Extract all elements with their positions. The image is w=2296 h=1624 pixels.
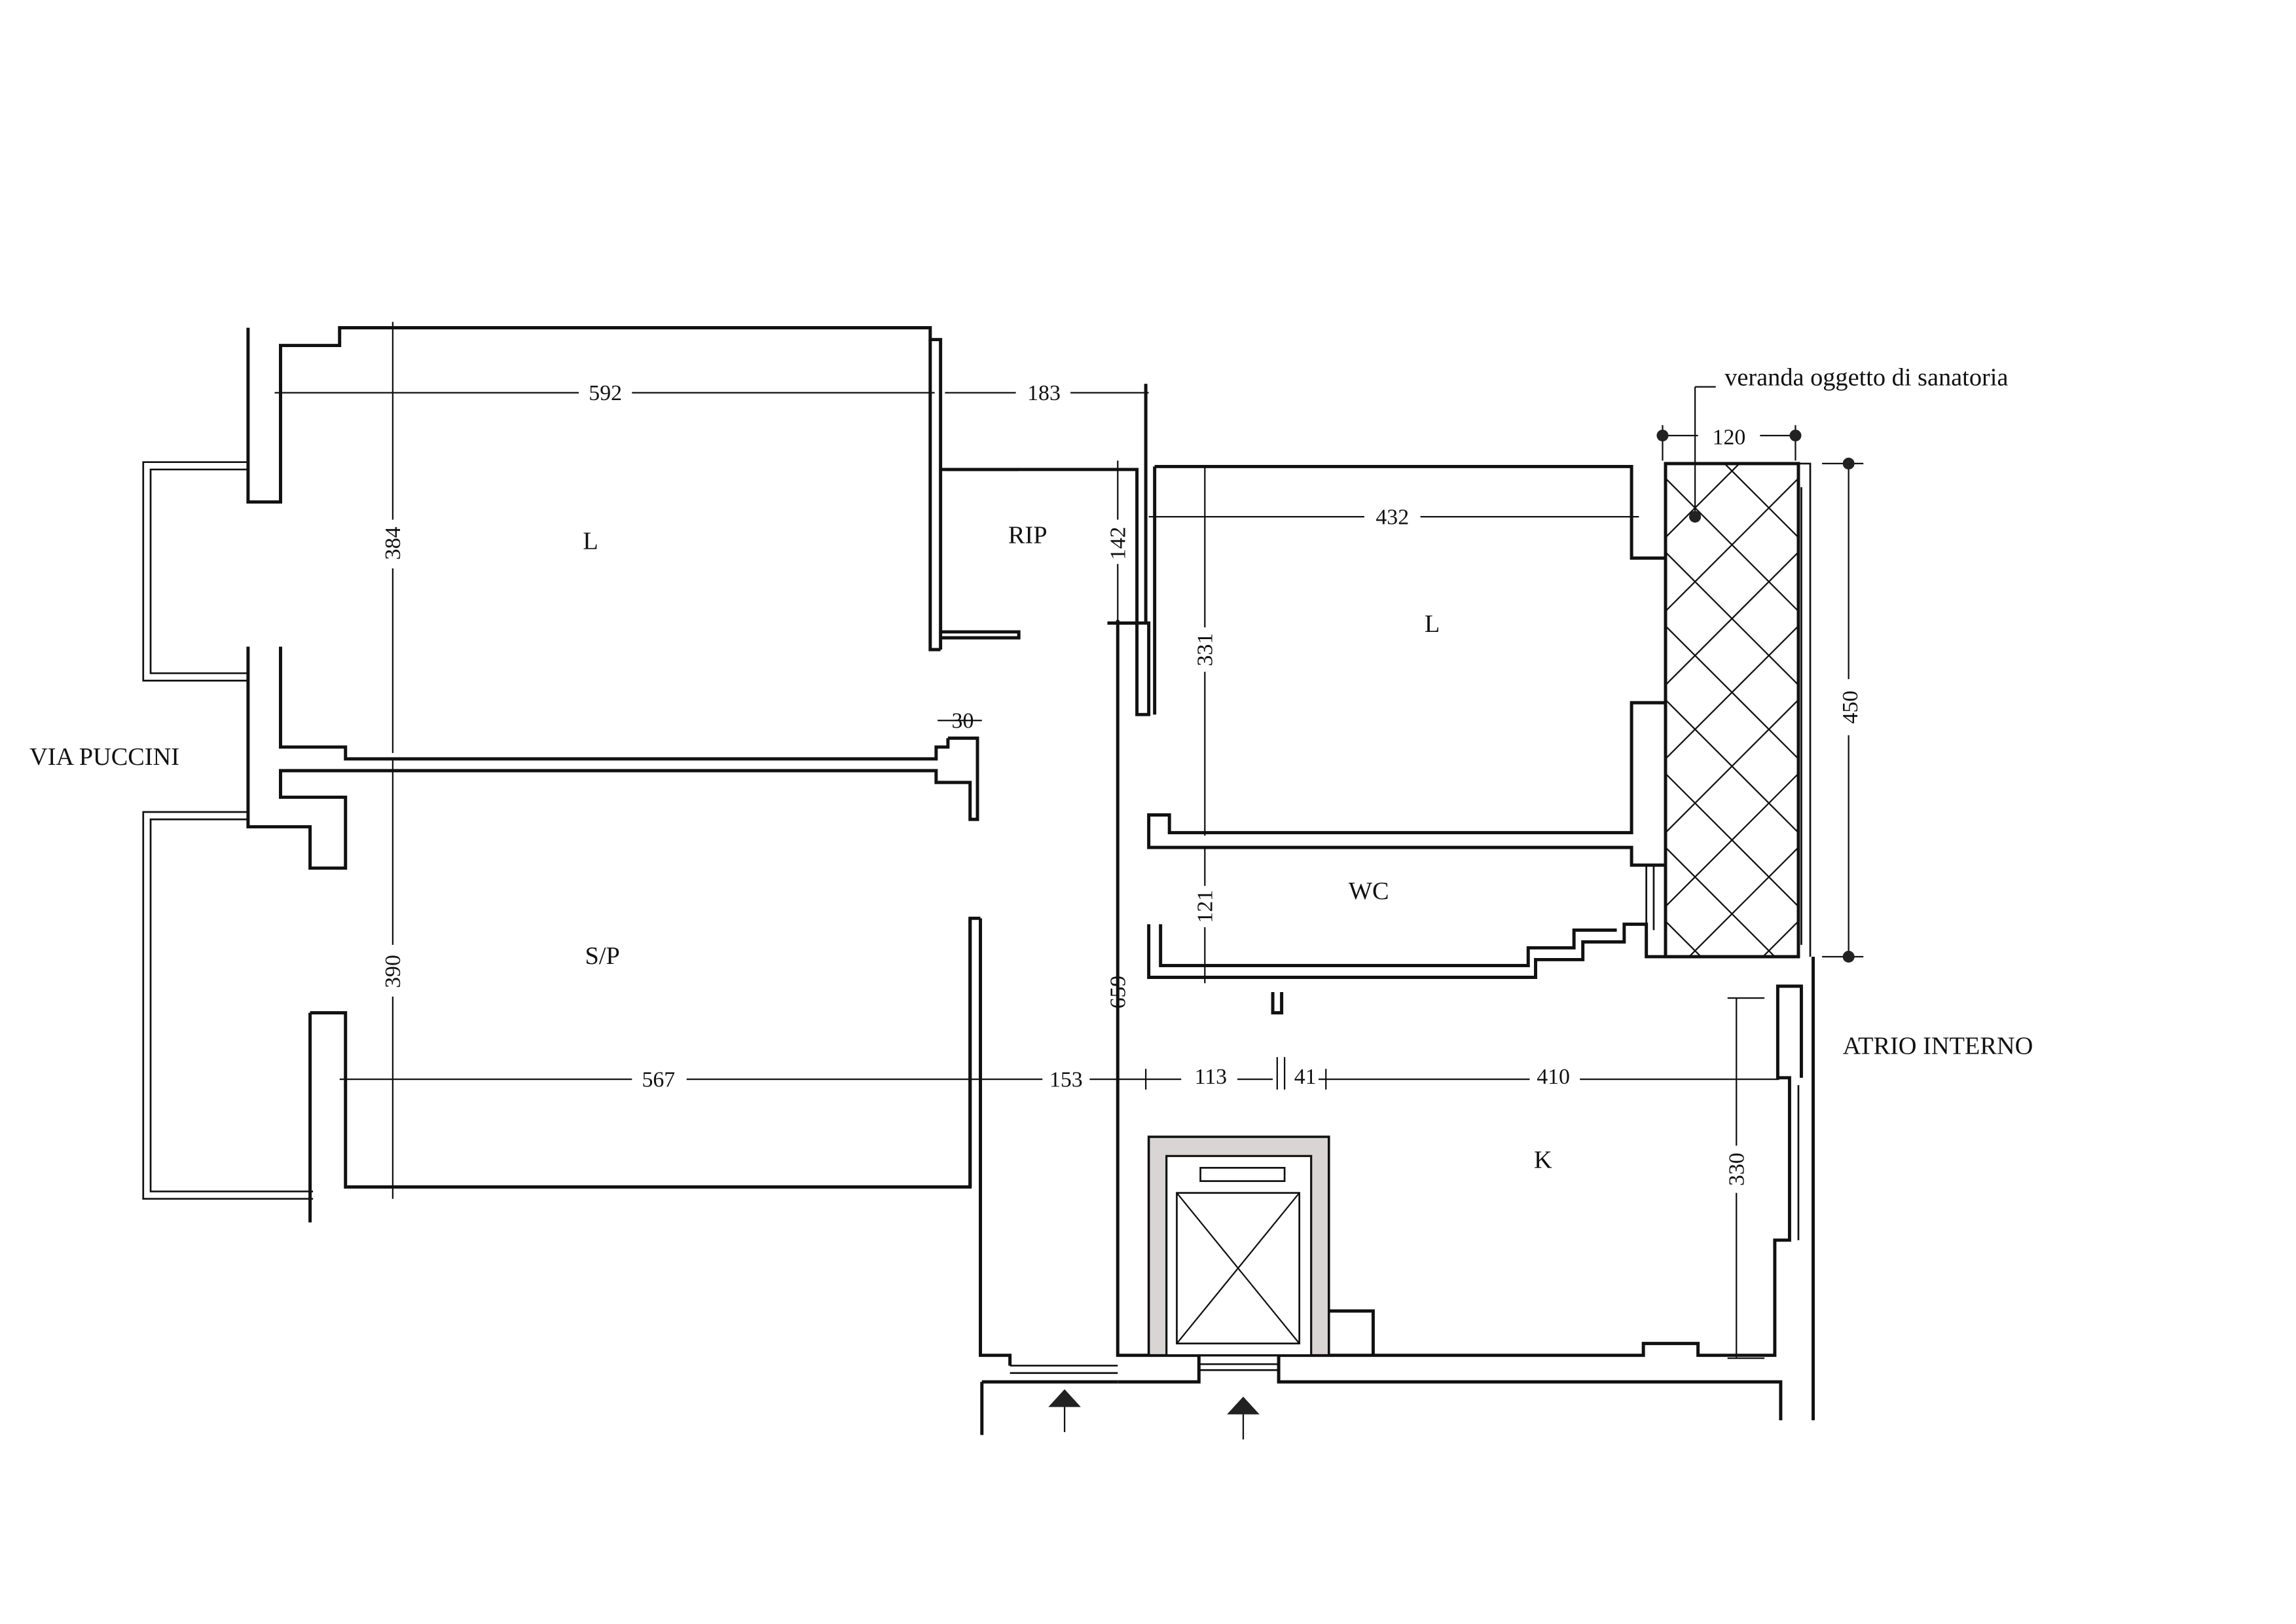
dimension-lines (274, 322, 1864, 1359)
entrance-arrow-2 (1227, 1396, 1260, 1440)
hatch-line (1665, 477, 1799, 612)
dim-153: 153 (1049, 1067, 1083, 1092)
dim-659: 659 (1106, 976, 1131, 1009)
dim-331: 331 (1194, 633, 1218, 667)
dim-113: 113 (1195, 1065, 1227, 1089)
walls-right-unit (945, 384, 1815, 1435)
dim-384: 384 (381, 526, 405, 560)
dim-121: 121 (1194, 890, 1218, 923)
hatch-line (1665, 921, 1702, 957)
hatch-line (1665, 625, 1799, 760)
street-label: VIA PUCCINI (29, 743, 179, 771)
dim-410: 410 (1537, 1065, 1570, 1089)
courtyard-label: ATRIO INTERNO (1843, 1033, 2033, 1060)
hatch-line (1762, 921, 1799, 957)
dim-592: 592 (589, 381, 622, 405)
hatch-line (1665, 773, 1799, 908)
entrance-arrow-1 (1048, 1389, 1081, 1432)
hatch-line (1688, 847, 1799, 957)
room-label-kitchen: K (1534, 1146, 1552, 1173)
room-label-bathroom: WC (1349, 877, 1389, 905)
dim-183: 183 (1027, 381, 1061, 405)
dim-30: 30 (952, 709, 974, 733)
hatch-line (1724, 463, 1799, 538)
dimension-dots (1656, 430, 1855, 963)
room-label-sitting: S/P (585, 942, 620, 970)
dim-432: 432 (1376, 505, 1409, 529)
veranda-note: veranda oggetto di sanatoria (1724, 363, 2008, 391)
elevator-shaft (1147, 1135, 1330, 1357)
dim-330: 330 (1725, 1153, 1749, 1186)
dim-567: 567 (642, 1067, 676, 1092)
walls-left-unit (246, 326, 1021, 1366)
room-label-hall: RIP (1008, 522, 1048, 549)
balconies (142, 461, 314, 1200)
hatch-line (1665, 463, 1740, 538)
hatch-line (1665, 551, 1799, 686)
dim-41: 41 (1294, 1065, 1317, 1089)
room-label-living-right: L (1425, 610, 1440, 638)
veranda-hatched-area (1664, 462, 1812, 959)
hatch-line (1665, 699, 1799, 834)
dim-120: 120 (1713, 426, 1746, 450)
dim-450: 450 (1838, 691, 1863, 724)
dim-142: 142 (1106, 526, 1131, 560)
hatch-line (1665, 847, 1776, 957)
room-label-living-left: L (583, 528, 598, 555)
dim-390: 390 (381, 955, 405, 988)
